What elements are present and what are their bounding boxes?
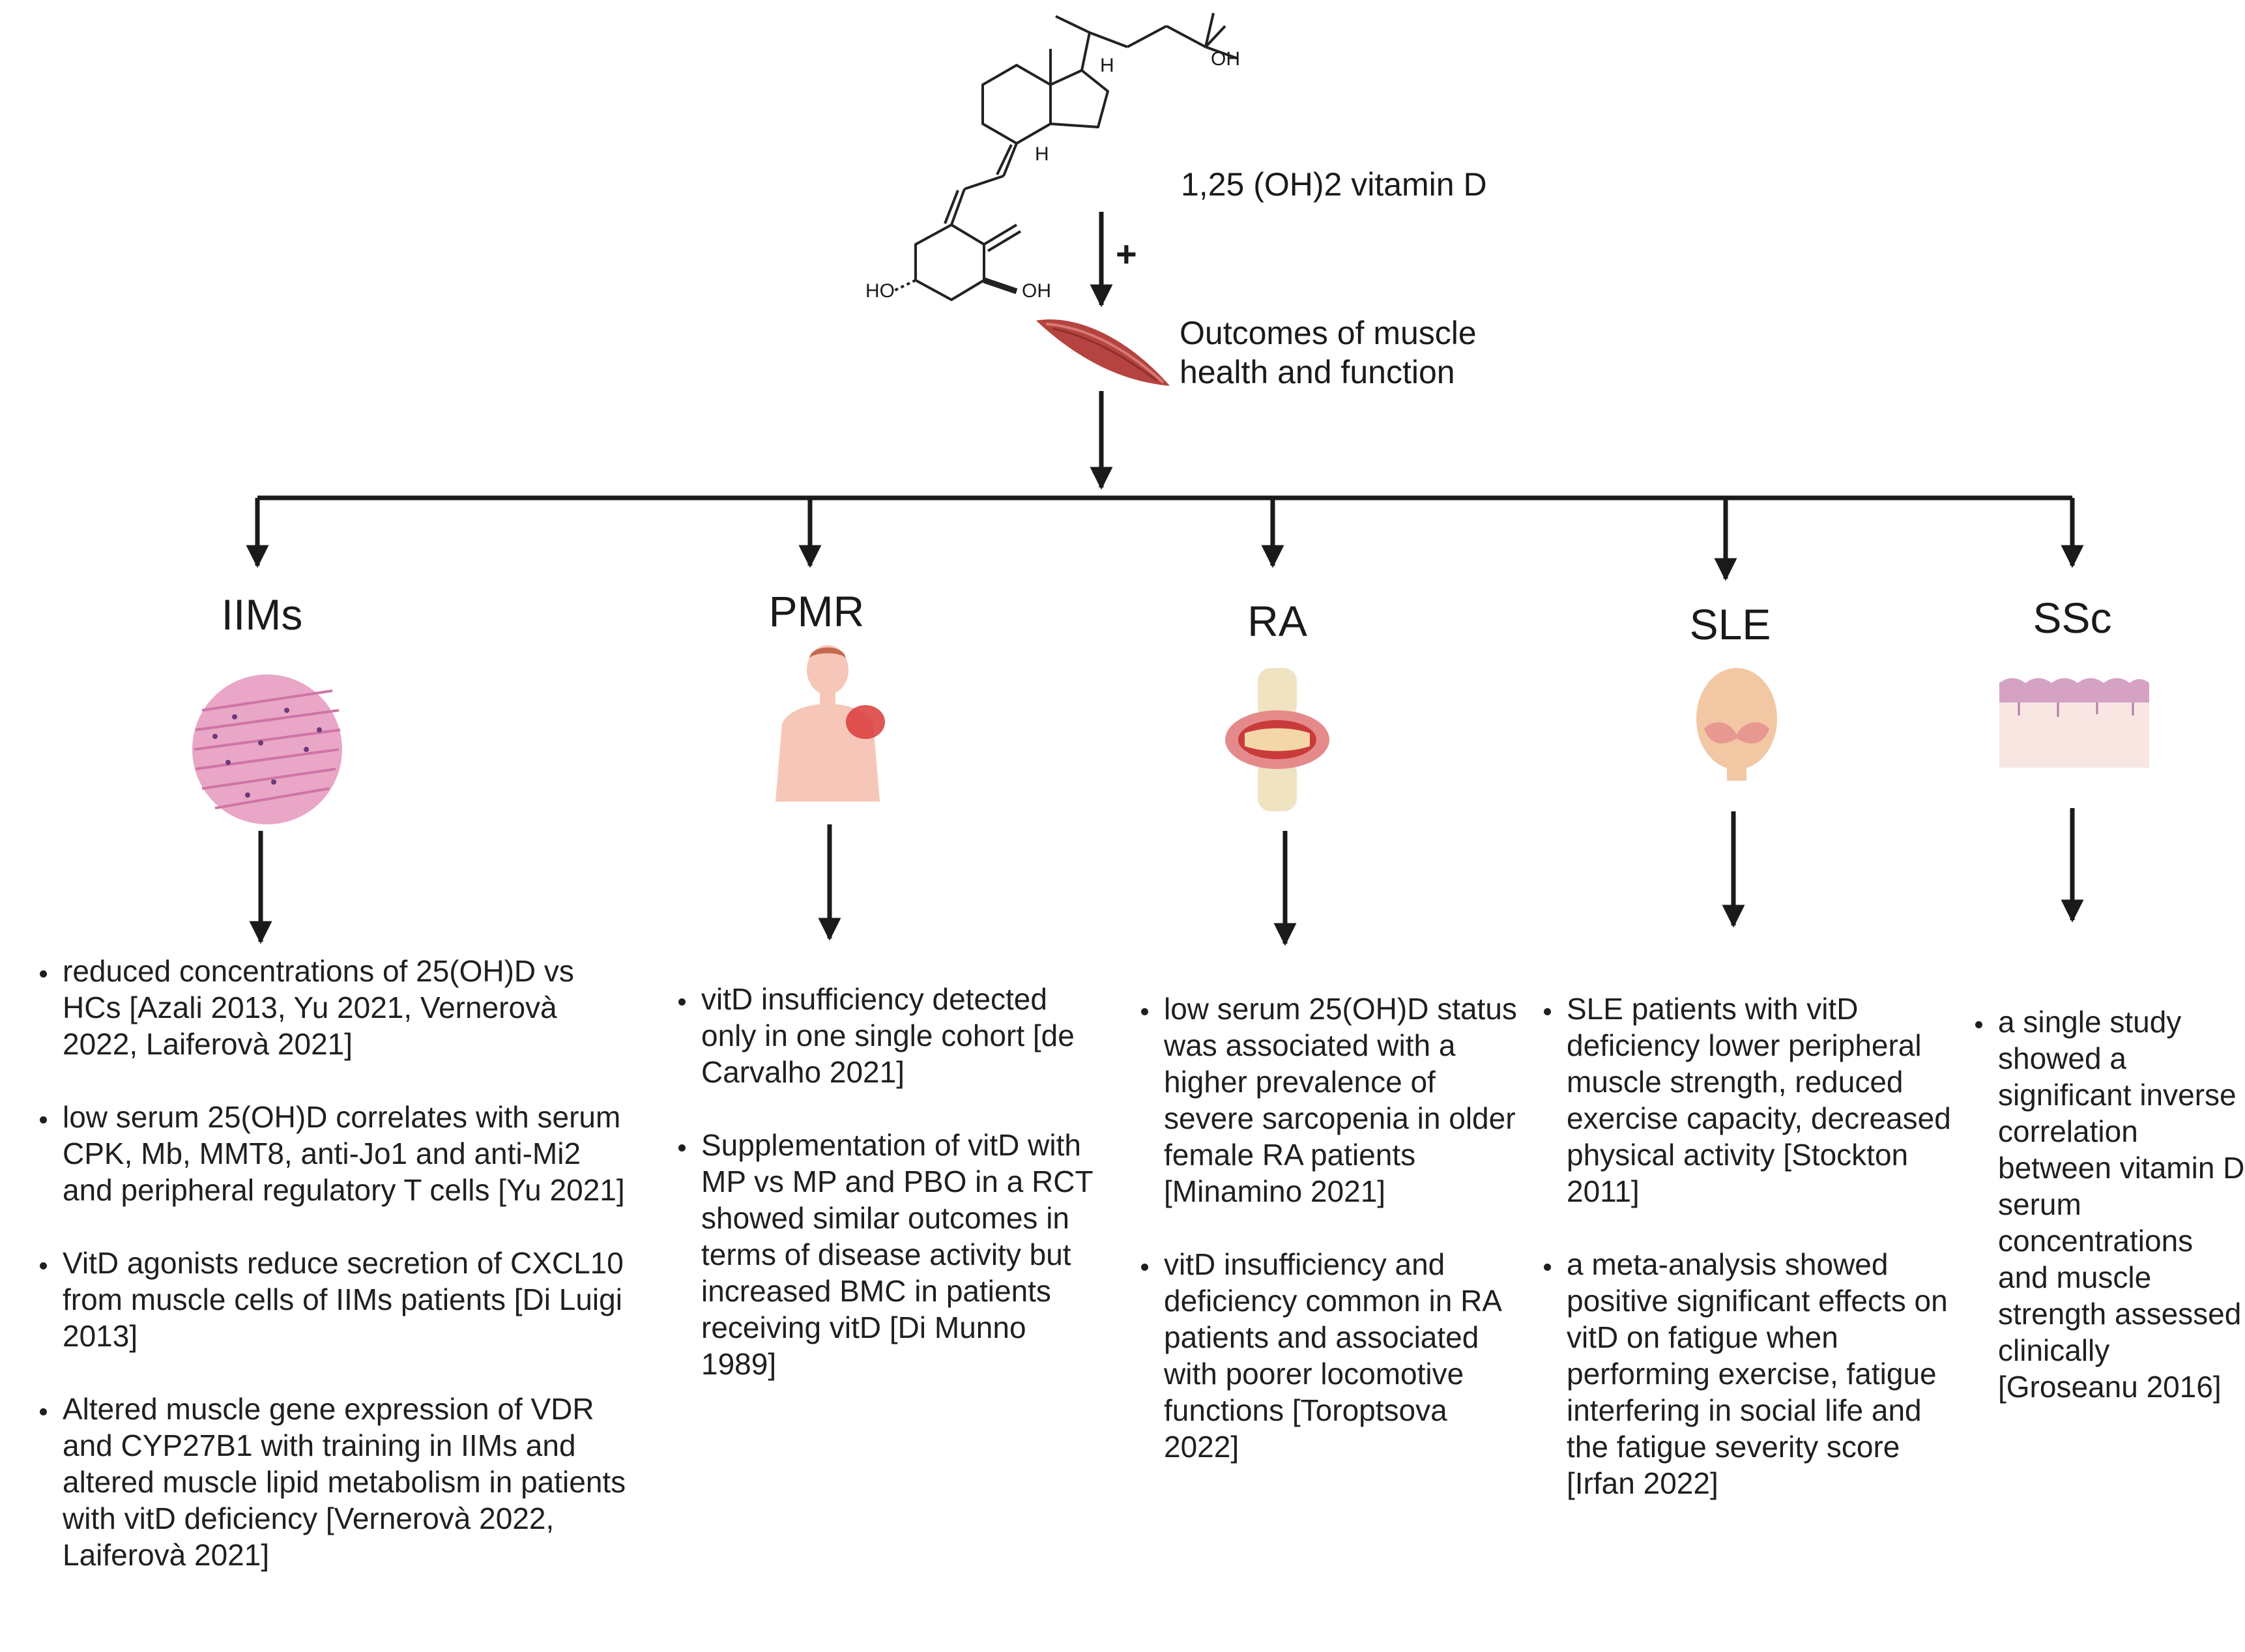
- list-item: vitD insufficiency and deficiency common…: [1160, 1246, 1525, 1465]
- inflamed-joint-icon: [1225, 668, 1329, 811]
- atom-ho-left: HO: [865, 280, 895, 302]
- list-item: vitD insufficiency detected only in one …: [697, 981, 1095, 1090]
- muscle-icon: [1036, 319, 1170, 386]
- vitamin-d-structure: [892, 12, 1239, 301]
- list-item: VitD agonists reduce secretion of CXCL10…: [59, 1245, 632, 1354]
- list-item: reduced concentrations of 25(OH)D vs HCs…: [59, 953, 632, 1062]
- list-item: low serum 25(OH)D status was associated …: [1160, 991, 1525, 1210]
- atom-oh-right: OH: [1022, 280, 1051, 302]
- list-item: Supplementation of vitD with MP vs MP an…: [697, 1127, 1095, 1382]
- atom-h-mid: H: [1035, 143, 1049, 165]
- sle-points-list: SLE patients with vitD deficiency lower …: [1529, 991, 1967, 1538]
- list-item: Altered muscle gene expression of VDR an…: [59, 1391, 632, 1573]
- heading-iims: IIMs: [221, 590, 303, 639]
- list-item: a meta-analysis showed positive signific…: [1563, 1246, 1967, 1501]
- outcome-line2: health and function: [1180, 354, 1455, 390]
- muscle-histology-icon: [192, 674, 342, 824]
- molecule-label: 1,25 (OH)2 vitamin D: [1181, 166, 1487, 203]
- heading-ra: RA: [1247, 597, 1307, 645]
- heading-sle: SLE: [1689, 600, 1771, 648]
- pmr-points-list: vitD insufficiency detected only in one …: [663, 981, 1095, 1419]
- list-item: SLE patients with vitD deficiency lower …: [1563, 991, 1967, 1210]
- heading-pmr: PMR: [768, 587, 865, 635]
- atom-h-top: H: [1100, 55, 1114, 76]
- heading-ssc: SSc: [2033, 594, 2112, 642]
- iims-points-list: reduced concentrations of 25(OH)D vs HCs…: [25, 953, 632, 1610]
- plus-sign: +: [1116, 233, 1137, 274]
- ra-points-list: low serum 25(OH)D status was associated …: [1126, 991, 1525, 1501]
- list-item: low serum 25(OH)D correlates with serum …: [59, 1099, 632, 1208]
- shoulder-pain-icon: [775, 645, 885, 802]
- list-item: a single study showed a significant inve…: [1994, 1004, 2245, 1405]
- skin-section-icon: [1999, 678, 2149, 768]
- ssc-points-list: a single study showed a significant inve…: [1960, 1004, 2245, 1442]
- outcome-line1: Outcomes of muscle: [1180, 315, 1477, 351]
- butterfly-rash-face-icon: [1696, 668, 1777, 781]
- atom-oh-top: OH: [1211, 48, 1240, 70]
